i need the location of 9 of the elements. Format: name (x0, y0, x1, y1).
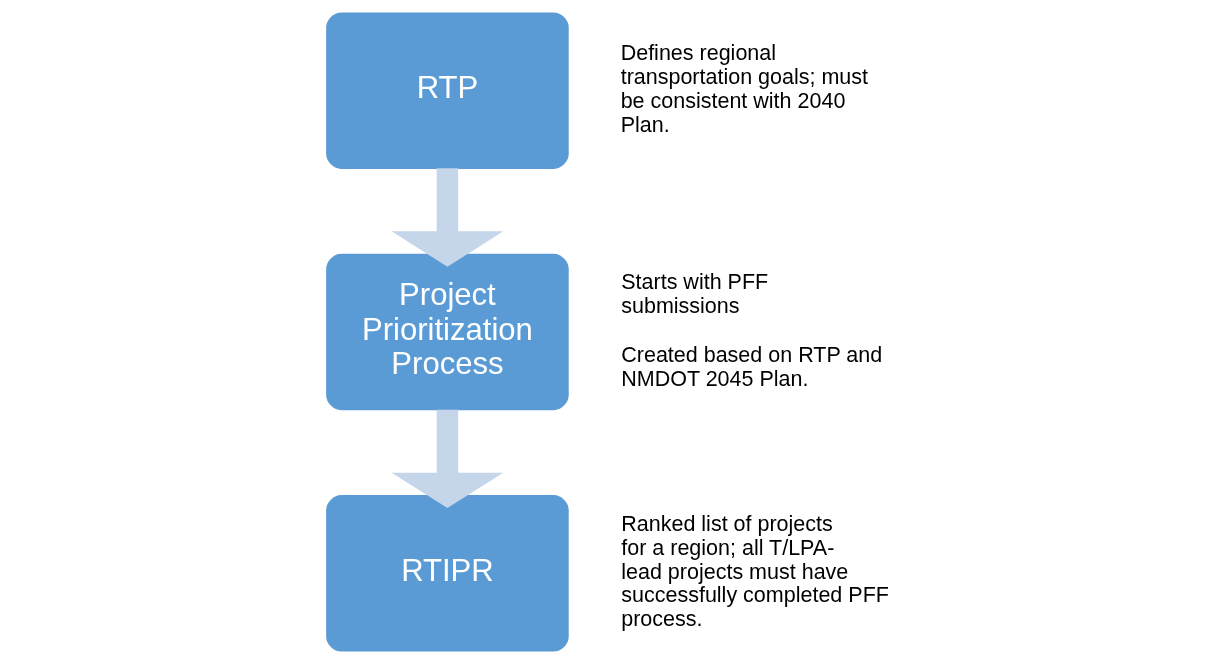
node-label: Created based on RTP and NMDOT 2045 Plan. (620, 342, 882, 391)
node-box: Project Prioritization Process (325, 253, 569, 411)
node-label: Starts with PFF submissions (620, 269, 768, 318)
node-label: Ranked list of projects for a region; all T/LPA-lead projects must have successfully completed PFF process. (620, 511, 889, 632)
node-box: RTIPR (325, 495, 569, 652)
node-box: RTP (325, 12, 569, 169)
arrow (391, 409, 503, 509)
node-label: Defines regional transportation goals; must be consistent with 2040 Plan. (620, 41, 868, 137)
arrow (391, 168, 503, 267)
